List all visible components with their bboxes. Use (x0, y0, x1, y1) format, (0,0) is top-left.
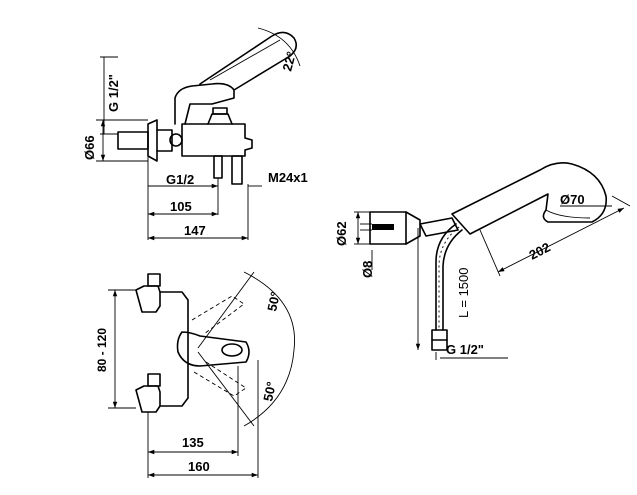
length-dim-line (497, 207, 625, 273)
hose-thread-label: G 1/2" (446, 342, 484, 357)
dim-135-label: 135 (182, 435, 204, 450)
diverter-knob (212, 107, 228, 115)
lever-cap (221, 343, 243, 357)
hose-left-edge (435, 223, 457, 331)
flange-label: Ø66 (82, 135, 97, 160)
angle-lower-label: 50° (260, 380, 279, 402)
dim-160-label: 160 (188, 459, 210, 474)
thread-label: G 1/2" (106, 74, 121, 112)
hose-right-edge (442, 229, 463, 331)
angle-label: 22° (279, 50, 299, 73)
upper-connector (135, 285, 161, 313)
head-label: Ø70 (560, 192, 585, 207)
spout-outlet (231, 155, 243, 185)
spacing-label: 80 - 120 (95, 328, 109, 372)
lever-upper-position (191, 295, 245, 335)
front-body (159, 291, 189, 407)
outlet-label: M24x1 (268, 170, 308, 185)
holder-hole (372, 224, 394, 230)
lever-lower-position (193, 361, 247, 397)
lower-connector (135, 385, 161, 413)
lever-base (174, 82, 235, 125)
swing-arc (243, 271, 296, 427)
dim-105-label: 105 (170, 199, 192, 214)
holder-arm (419, 217, 459, 237)
length-label: 202 (527, 239, 553, 262)
angle-arc (257, 27, 301, 67)
angle-upper-label: 50° (264, 290, 283, 312)
shower-set: Ø62 Ø8 L = 1500 G 1/2" Ø70 202 (334, 162, 631, 360)
mixer-body (181, 123, 253, 157)
hole-label: Ø8 (360, 261, 375, 278)
lever-ridge (209, 39, 281, 81)
front-view: 80 - 120 50° 50° 135 160 (95, 271, 296, 478)
inlet-stub (213, 155, 223, 179)
upper-nut (147, 273, 161, 287)
dim-147-label: 147 (184, 223, 206, 238)
eccentric-connector (156, 129, 173, 152)
wall-flange (147, 119, 158, 162)
inlet-label: G1/2 (166, 172, 194, 187)
hose-label: L = 1500 (456, 268, 471, 318)
front-lever (176, 331, 250, 367)
holder-label: Ø62 (334, 221, 349, 246)
wall-thread-stub (117, 131, 149, 150)
diverter-base (207, 113, 233, 125)
lower-nut (147, 373, 161, 387)
side-view: G 1/2" Ø66 22° G1/2 M24x1 105 147 (82, 27, 308, 241)
